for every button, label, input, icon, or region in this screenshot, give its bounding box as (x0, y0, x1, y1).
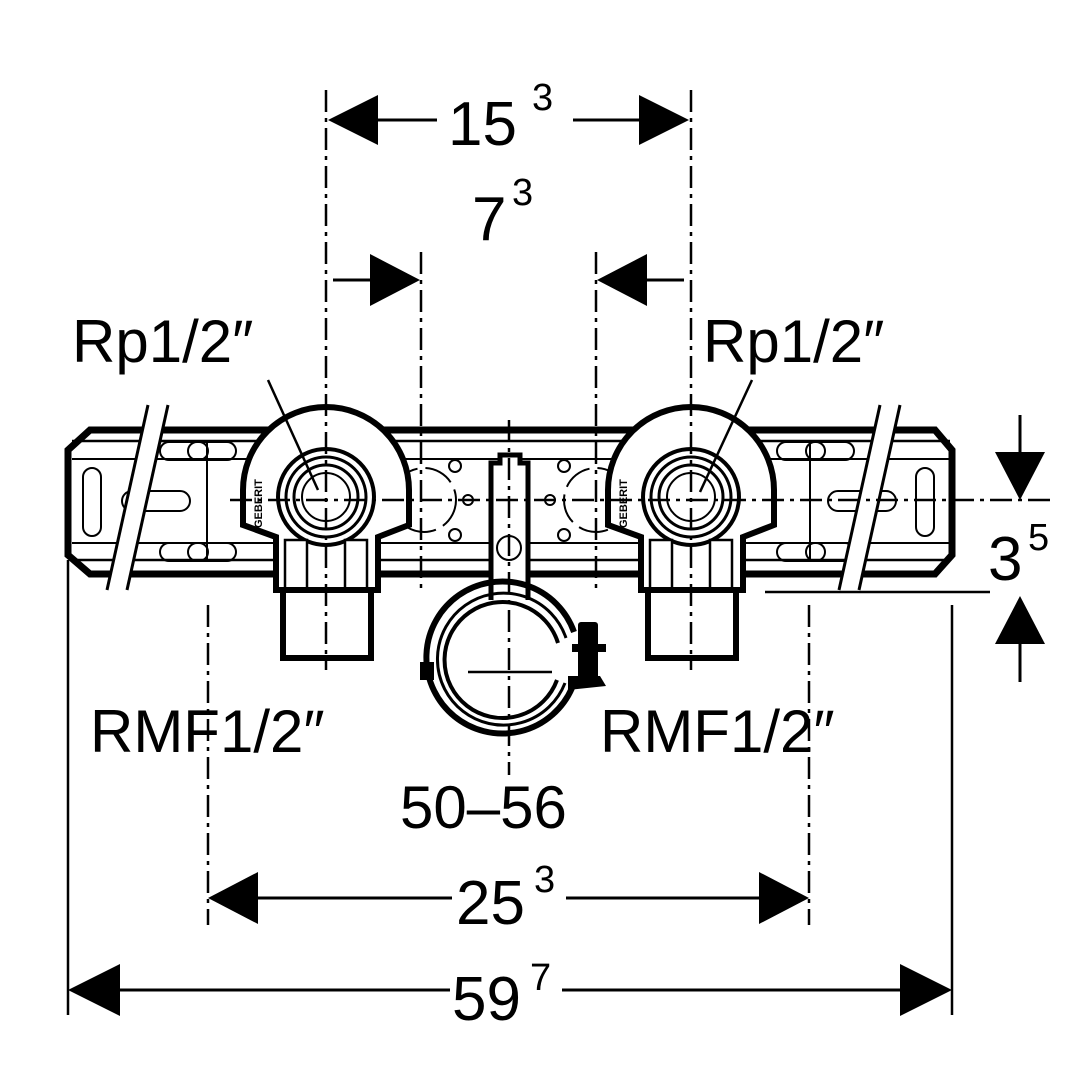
clamp-screw (578, 622, 598, 684)
label-left-rmf: RMF1/2″ (90, 698, 325, 765)
dimension-top-inner: 7 3 (333, 172, 684, 306)
arrow-left-icon (208, 872, 258, 924)
left-fitting-nut-a (283, 538, 309, 592)
arrow-right-icon (759, 872, 809, 924)
dim-top-inner-sup: 3 (512, 172, 533, 214)
dimension-bottom-outer: 59 7 (68, 957, 952, 1034)
right-break-gap (839, 405, 900, 590)
dim-bottom-inner-sup: 3 (534, 859, 555, 901)
right-slot-top-a (776, 441, 826, 461)
right-fitting-nut-a (648, 538, 674, 592)
label-clamp-range: 50–56 (400, 774, 567, 841)
arrow-right-icon (370, 254, 420, 306)
dim-bottom-outer-value: 59 (452, 965, 521, 1034)
leader-left-rp (266, 379, 320, 491)
dim-top-outer-value: 15 (448, 90, 517, 159)
dim-bottom-outer-sup: 7 (530, 957, 551, 999)
right-vertical-slot (915, 467, 935, 537)
dim-bottom-inner-value: 25 (456, 869, 525, 938)
clamp-ring-mid (435, 591, 568, 727)
label-left-rp: Rp1/2″ (72, 308, 253, 375)
right-slot-top-b (805, 441, 855, 461)
clamp-ring-outer (423, 578, 577, 737)
arrow-right-icon (900, 964, 952, 1016)
right-break-line-a (837, 404, 882, 591)
left-slot-middle (121, 490, 191, 512)
left-break-line-b (125, 404, 170, 591)
left-slot-top-b (187, 441, 237, 461)
leader-lines (266, 379, 754, 493)
clamp-screw-lower-lug (568, 676, 606, 690)
left-break-line-a (105, 404, 150, 591)
dim-height-value: 3 (988, 525, 1022, 594)
leader-right-rp (698, 379, 754, 493)
right-slot-bottom-a (776, 542, 826, 562)
right-break-line-b (857, 404, 902, 591)
pipe-clamp (420, 452, 606, 737)
clamp-ring-inner (442, 600, 560, 720)
hole-left-b (448, 528, 462, 542)
thread-labels: Rp1/2″ Rp1/2″ RMF1/2″ RMF1/2″ 50–56 (72, 308, 884, 841)
left-fitting-brand: GEBERIT (253, 479, 265, 528)
arrow-left-icon (328, 95, 378, 145)
left-slot-bottom-b (187, 542, 237, 562)
dimension-bottom-inner: 25 3 (208, 859, 809, 938)
clamp-tab-left (420, 662, 434, 680)
hole-right-a (557, 459, 571, 473)
arrow-left-icon (68, 964, 120, 1016)
arrow-up-icon (995, 596, 1045, 644)
right-fitting-nut-b (708, 538, 734, 592)
plate-outline (64, 426, 956, 578)
center-lines (230, 90, 1055, 775)
label-right-rmf: RMF1/2″ (600, 698, 835, 765)
dimension-right-height: 3 5 (988, 415, 1049, 682)
left-slot-bottom-a (159, 542, 209, 562)
break-lines (105, 404, 902, 591)
label-right-rp: Rp1/2″ (703, 308, 884, 375)
arrow-right-icon (639, 95, 689, 145)
right-fitting-brand: GEBERIT (618, 479, 630, 528)
hole-right-b (557, 528, 571, 542)
left-fitting-nut-b (343, 538, 369, 592)
clamp-screw-nut (572, 644, 606, 652)
dimension-top-outer: 15 3 (328, 77, 689, 159)
dim-top-inner-value: 7 (472, 185, 506, 254)
extension-lines (66, 560, 990, 1015)
arrow-left-icon (597, 254, 647, 306)
left-vertical-slot (82, 467, 102, 537)
hole-left-a (448, 459, 462, 473)
dim-top-outer-sup: 3 (532, 77, 553, 119)
left-break-gap (107, 405, 168, 590)
left-slot-top-a (159, 441, 209, 461)
arrow-down-icon (995, 452, 1045, 500)
dim-height-sup: 5 (1028, 517, 1049, 559)
